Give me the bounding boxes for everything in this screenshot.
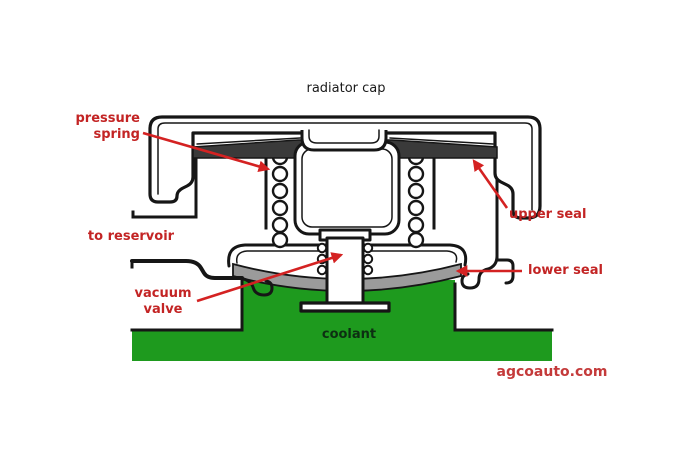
vacuum-valve-label-line2: valve [143,302,183,317]
coolant-label: coolant [321,327,377,342]
pressure-spring-left [271,148,289,249]
pressure-spring-arrow [142,131,271,173]
label-arrows [142,131,522,303]
to-reservoir-label: to reservoir [87,229,175,244]
valve-plunger [293,140,401,236]
vacuum-valve-stem [299,228,391,313]
vacuum-valve-label-line1: vacuum [134,286,192,301]
lower-seal-label: lower seal [528,263,603,278]
coolant-region [130,276,554,361]
upper-seal-arrow [472,159,509,209]
diagram-title: radiator cap [306,81,386,96]
filler-neck [130,158,499,280]
pressure-spring-label-line1: pressure [75,111,141,126]
watermark: agcoauto.com [496,364,608,380]
pressure-spring-right [407,148,425,249]
vacuum-valve-label: vacuum valve [134,286,191,318]
cap-dimple [300,129,388,152]
pressure-spring-label: pressure spring [76,111,141,143]
pressure-spring-label-line2: spring [93,127,140,142]
upper-seal-label: upper seal [509,207,587,222]
cap-shell [148,115,542,220]
vacuum-valve-arrow [196,252,344,303]
